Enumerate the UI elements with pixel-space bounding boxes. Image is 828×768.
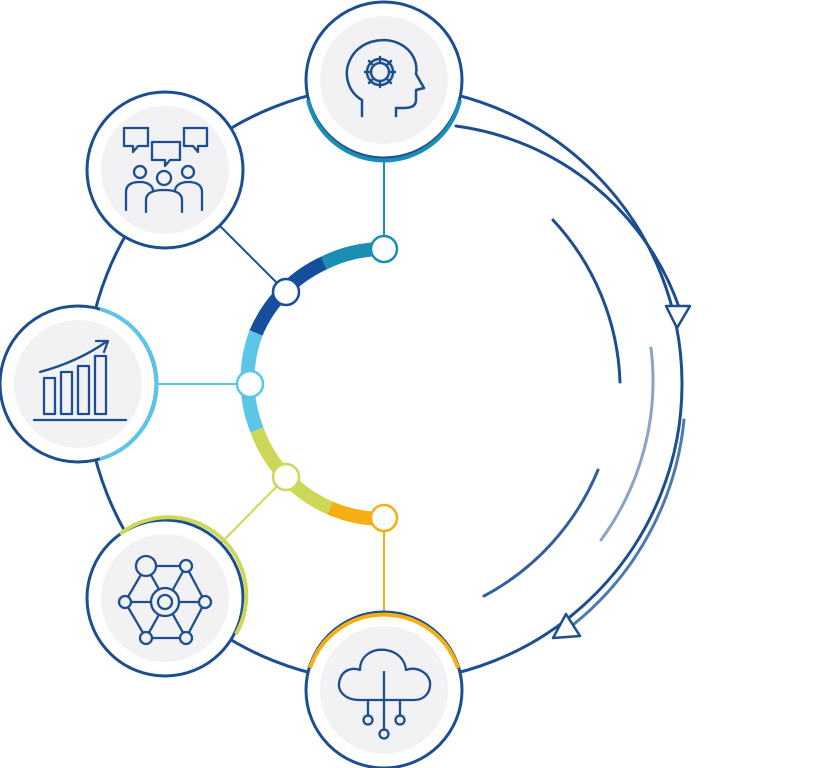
flow-arc-outer-upper bbox=[454, 124, 682, 312]
node-network-accent-arc bbox=[118, 515, 249, 635]
node-network bbox=[85, 515, 249, 678]
team-chat-icon bbox=[122, 126, 209, 214]
connector-collaboration bbox=[213, 219, 287, 293]
connector-network bbox=[219, 476, 287, 545]
node-growth-accent-arc bbox=[99, 307, 159, 461]
flow-arrows bbox=[454, 124, 692, 640]
network-nodes-icon bbox=[117, 554, 213, 646]
junction-dot-collaboration bbox=[271, 277, 301, 307]
node-growth bbox=[0, 304, 159, 464]
node-ai bbox=[304, 0, 464, 163]
junction-dots bbox=[235, 234, 399, 533]
node-collaboration bbox=[85, 90, 245, 250]
junction-dot-ai bbox=[369, 234, 399, 264]
connectors bbox=[156, 158, 385, 612]
bar-chart-growth-icon bbox=[32, 339, 128, 422]
flow-arc-inner-upper bbox=[551, 218, 622, 384]
node-cloud bbox=[304, 610, 464, 768]
junction-dot-cloud bbox=[369, 503, 399, 533]
node-cloud-accent-arc bbox=[308, 612, 460, 669]
arrowhead-bottom-icon bbox=[551, 612, 582, 640]
junction-dot-network bbox=[271, 462, 301, 492]
junction-dot-growth bbox=[235, 369, 265, 399]
cloud-data-icon bbox=[337, 648, 432, 740]
flow-arc-inner-lower bbox=[482, 468, 600, 598]
node-ai-accent-arc bbox=[306, 99, 462, 163]
head-gear-icon bbox=[345, 38, 426, 118]
inner-progress-arc bbox=[240, 241, 385, 527]
arrowhead-right-icon bbox=[664, 304, 692, 330]
flow-arc-outer-lower bbox=[572, 418, 686, 626]
flow-arc-inner-mid bbox=[599, 346, 655, 542]
